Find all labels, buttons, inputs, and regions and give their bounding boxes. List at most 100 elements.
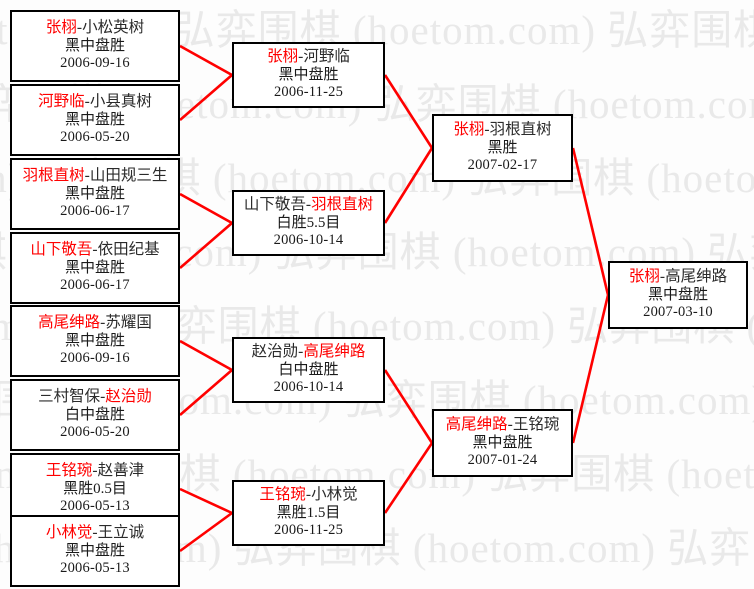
player-separator: - (298, 48, 304, 66)
match-result: 黑中盘胜 (64, 185, 125, 202)
player-right: 王立诚 (97, 524, 145, 542)
match-players: 小林觉-王立诚 (12, 524, 178, 542)
player-right: 小林觉 (311, 486, 358, 504)
match-date: 2006-06-17 (60, 277, 130, 294)
player-right: 羽根直树 (311, 196, 374, 214)
match-result: 黑中盘胜 (64, 111, 125, 128)
player-separator: - (84, 93, 90, 111)
player-separator: - (507, 416, 513, 434)
match-result: 白中盘胜 (278, 361, 339, 378)
player-separator: - (84, 167, 90, 185)
match-players: 张栩-小松英树 (12, 19, 178, 37)
match-date: 2006-10-14 (273, 379, 344, 396)
line-sfm2-final (571, 294, 610, 444)
player-right: 山田规三生 (89, 167, 168, 185)
line-r1m4-r2m2 (179, 222, 233, 269)
player-left: 张栩 (267, 48, 299, 66)
match-date: 2006-09-16 (60, 350, 130, 367)
player-separator: - (305, 486, 312, 504)
match-box-r1-m2[interactable]: 河野临-小县真树 黑中盘胜 2006-05-20 (10, 84, 180, 156)
player-left: 张栩 (453, 121, 485, 139)
player-separator: - (659, 268, 666, 286)
match-result: 黑中盘胜 (278, 66, 339, 83)
player-left: 赵治勋 (251, 343, 299, 361)
player-left: 高尾绅路 (38, 314, 101, 332)
match-box-r2-m1[interactable]: 张栩-河野临 黑中盘胜 2006-11-25 (232, 42, 385, 108)
match-result: 黑中盘胜 (64, 259, 125, 276)
match-players: 王铭琬-小林觉 (234, 486, 383, 504)
line-sfm1-final (571, 147, 610, 296)
player-left: 羽根直树 (22, 167, 85, 185)
match-date: 2006-05-13 (60, 498, 130, 515)
player-separator: - (76, 19, 83, 37)
line-r1m6-r2m3 (179, 369, 233, 416)
match-box-r2-m4[interactable]: 王铭琬-小林觉 黑胜1.5目 2006-11-25 (232, 480, 385, 546)
match-players: 羽根直树-山田规三生 (12, 167, 178, 185)
match-players: 张栩-羽根直树 (434, 121, 571, 139)
player-left: 山下敬吾 (30, 241, 93, 259)
line-r2m1-sfm1 (383, 74, 434, 149)
match-box-r1-m8[interactable]: 小林觉-王立诚 黑中盘胜 2006-05-13 (10, 515, 180, 587)
player-right: 小县真树 (89, 93, 152, 111)
player-left: 张栩 (628, 268, 660, 286)
player-right: 高尾绅路 (665, 268, 728, 286)
match-result: 黑中盘胜 (64, 332, 125, 349)
match-box-r1-m7[interactable]: 王铭琬-赵善津 黑胜0.5目 2006-05-13 (10, 453, 180, 525)
match-date: 2006-11-25 (273, 84, 344, 101)
match-result: 黑中盘胜 (64, 542, 125, 559)
player-separator: - (484, 121, 490, 139)
player-left: 小林觉 (45, 524, 93, 542)
match-players: 王铭琬-赵善津 (12, 462, 178, 480)
player-right: 羽根直树 (489, 121, 552, 139)
player-left: 河野临 (38, 93, 85, 111)
match-players: 山下敬吾-依田纪基 (12, 241, 178, 259)
match-box-r1-m6[interactable]: 三村智保-赵治勋 白中盘胜 2006-05-20 (10, 379, 180, 451)
match-result: 黑胜0.5目 (63, 480, 127, 497)
match-box-sf-m2[interactable]: 高尾绅路-王铭琬 黑中盘胜 2007-01-24 (432, 409, 573, 477)
match-result: 黑胜 (487, 139, 518, 156)
match-box-r1-m5[interactable]: 高尾绅路-苏耀国 黑中盘胜 2006-09-16 (10, 305, 180, 377)
match-date: 2006-05-20 (60, 129, 130, 146)
match-date: 2006-09-16 (60, 55, 130, 72)
line-r1m3-r2m2 (179, 192, 233, 225)
match-box-r2-m3[interactable]: 赵治勋-高尾绅路 白中盘胜 2006-10-14 (232, 337, 385, 403)
match-box-r1-m1[interactable]: 张栩-小松英树 黑中盘胜 2006-09-16 (10, 10, 180, 82)
player-left: 张栩 (45, 19, 77, 37)
match-players: 高尾绅路-王铭琬 (434, 416, 571, 434)
match-box-r1-m3[interactable]: 羽根直树-山田规三生 黑中盘胜 2006-06-17 (10, 158, 180, 230)
player-right: 赵治勋 (105, 388, 152, 406)
player-left: 山下敬吾 (243, 196, 306, 214)
match-result: 白中盘胜 (64, 406, 125, 423)
player-left: 王铭琬 (45, 462, 93, 480)
match-date: 2007-02-17 (467, 157, 538, 174)
match-players: 赵治勋-高尾绅路 (234, 343, 383, 361)
player-left: 三村智保 (38, 388, 101, 406)
line-r1m1-r2m1 (179, 44, 233, 77)
match-result: 黑中盘胜 (647, 286, 708, 303)
match-result: 黑中盘胜 (64, 37, 125, 54)
player-right: 河野临 (303, 48, 350, 66)
player-right: 依田纪基 (97, 241, 160, 259)
player-right: 高尾绅路 (303, 343, 366, 361)
match-result: 黑中盘胜 (472, 434, 533, 451)
player-right: 王铭琬 (512, 416, 560, 434)
match-box-r1-m4[interactable]: 山下敬吾-依田纪基 黑中盘胜 2006-06-17 (10, 232, 180, 304)
match-players: 三村智保-赵治勋 (12, 388, 178, 406)
line-r2m2-sfm1 (383, 147, 434, 224)
player-separator: - (100, 314, 106, 332)
player-right: 赵善津 (97, 462, 145, 480)
player-separator: - (92, 241, 98, 259)
match-date: 2006-10-14 (273, 232, 344, 249)
match-box-sf-m1[interactable]: 张栩-羽根直树 黑胜 2007-02-17 (432, 114, 573, 182)
match-box-final[interactable]: 张栩-高尾绅路 黑中盘胜 2007-03-10 (608, 261, 748, 329)
player-separator: - (305, 196, 312, 214)
match-box-r2-m2[interactable]: 山下敬吾-羽根直树 白胜5.5目 2006-10-14 (232, 190, 385, 256)
match-result: 白胜5.5目 (276, 214, 341, 231)
match-date: 2006-06-17 (60, 203, 130, 220)
line-r1m5-r2m3 (179, 339, 233, 372)
match-result: 黑胜1.5目 (276, 504, 341, 521)
line-r1m8-r2m4 (179, 511, 233, 553)
player-separator: - (92, 462, 98, 480)
match-players: 张栩-高尾绅路 (610, 268, 746, 286)
